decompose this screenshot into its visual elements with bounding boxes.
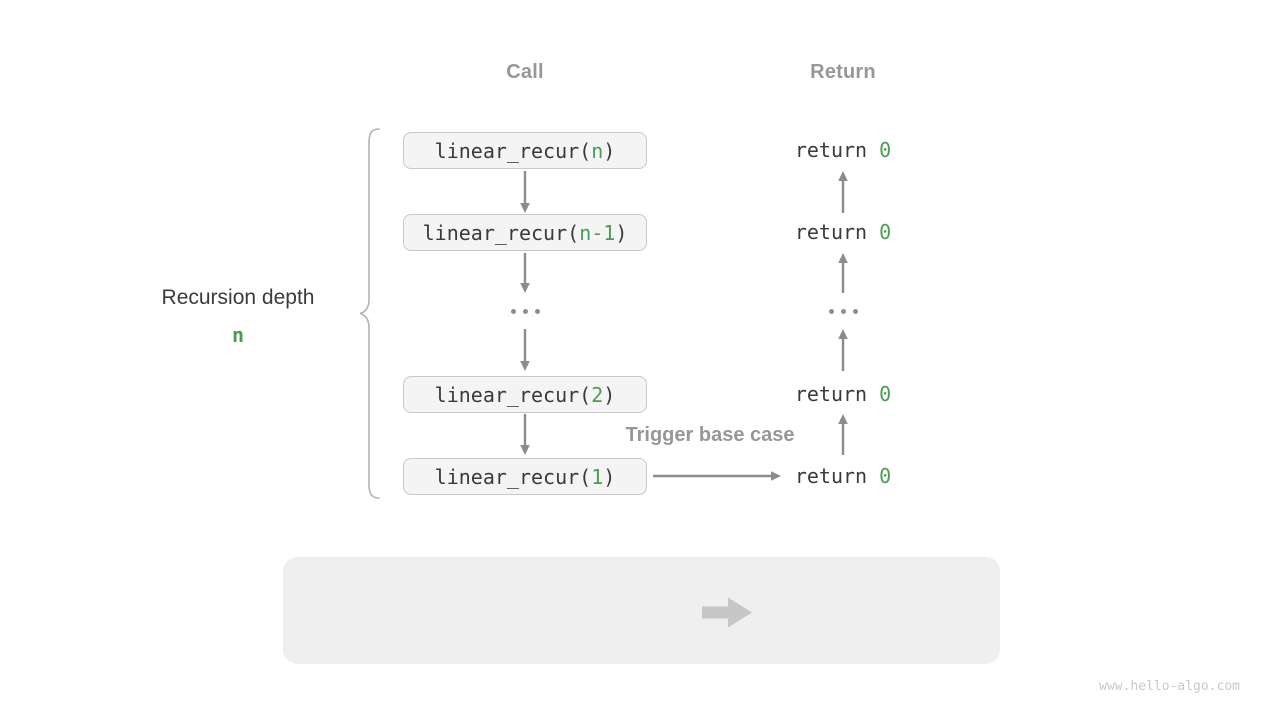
return-keyword: return [794, 382, 880, 406]
call-frame-arg: n [591, 138, 604, 163]
call-ellipsis-dots [403, 303, 647, 319]
return-column-header: Return [810, 61, 876, 83]
call-arrow-down-2 [520, 253, 530, 293]
call-frame-text: linear_recur( [422, 220, 580, 245]
recursion-depth-label: Recursion depth [161, 286, 315, 309]
summary-panel: The depth of recursion calls is n, using… [283, 557, 1000, 664]
call-frame-arg: 2 [591, 382, 604, 407]
return-keyword: return [794, 138, 880, 162]
call-frame-box-n: linear_recur(n) [403, 132, 647, 169]
call-frame-box-n-1: linear_recur(n-1) [403, 214, 647, 251]
return-value: 0 [879, 220, 892, 244]
watermark: www.hello-algo.com [1099, 679, 1240, 694]
call-frame-close: ) [603, 464, 616, 489]
return-keyword: return [794, 464, 880, 488]
call-arrow-down-1 [520, 171, 530, 213]
return-value: 0 [879, 464, 892, 488]
return-row-4: return 0 [760, 463, 926, 489]
return-arrow-up-1 [838, 171, 848, 213]
call-frame-arg: n-1 [579, 220, 616, 245]
return-value: 0 [879, 138, 892, 162]
recursion-depth-brace [359, 128, 380, 499]
base-case-arrow-right [653, 471, 781, 481]
return-arrow-up-4 [838, 414, 848, 455]
return-keyword: return [794, 220, 880, 244]
return-row-1: return 0 [760, 137, 926, 163]
return-row-2: return 0 [760, 219, 926, 245]
return-value: 0 [879, 382, 892, 406]
call-frame-box-2: linear_recur(2) [403, 376, 647, 413]
call-frame-text: linear_recur( [434, 382, 592, 407]
return-arrow-up-2 [838, 253, 848, 293]
call-frame-text: linear_recur( [434, 464, 592, 489]
return-arrow-up-3 [838, 329, 848, 371]
call-frame-arg: 1 [591, 464, 604, 489]
recursion-depth-value: n [231, 323, 245, 347]
call-frame-close: ) [615, 220, 628, 245]
trigger-base-case-label: Trigger base case [625, 424, 795, 446]
call-frame-close: ) [603, 382, 616, 407]
call-arrow-down-4 [520, 414, 530, 455]
return-ellipsis-dots [760, 303, 926, 319]
call-frame-close: ) [603, 138, 616, 163]
return-row-3: return 0 [760, 381, 926, 407]
call-column-header: Call [506, 61, 544, 83]
call-arrow-down-3 [520, 329, 530, 371]
call-frame-text: linear_recur( [434, 138, 592, 163]
call-frame-box-1: linear_recur(1) [403, 458, 647, 495]
implies-block-arrow [702, 597, 752, 628]
